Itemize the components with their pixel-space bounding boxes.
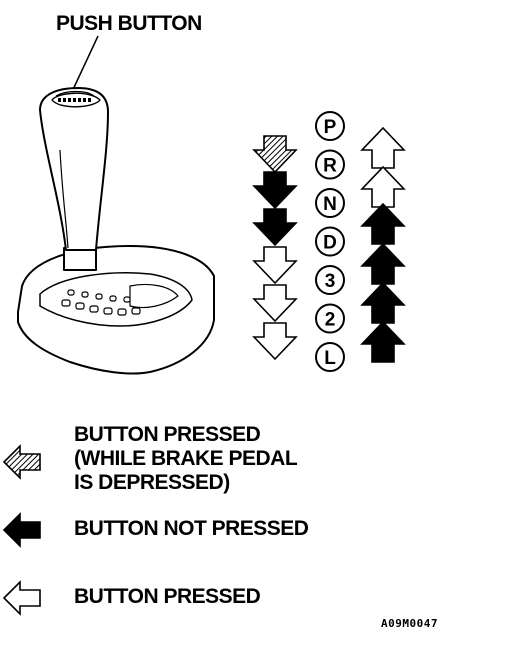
- solid-down-arrow-icon: [252, 208, 298, 247]
- solid-up-arrow-icon: [360, 320, 406, 363]
- gear-circle: [315, 342, 345, 372]
- gear-label-3: 3: [325, 271, 336, 292]
- legend-line: IS DEPRESSED): [74, 471, 230, 494]
- gear-label-n: N: [323, 194, 337, 215]
- solid-up-arrow-icon: [360, 242, 406, 285]
- upshift-arrows: [360, 126, 406, 363]
- outline-down-arrow-icon: [252, 322, 298, 361]
- gear-label-d: D: [323, 233, 337, 254]
- gear-circle: [315, 226, 345, 257]
- gear-circle: [315, 303, 345, 334]
- push-button-label: PUSH BUTTON: [56, 12, 202, 35]
- gear-circle: [315, 188, 345, 218]
- gear-label-l: L: [324, 348, 336, 369]
- hatched-down-arrow-icon: [252, 135, 298, 174]
- gear-label-2: 2: [325, 310, 336, 331]
- legend-icons: [2, 444, 41, 616]
- gear-label-r: R: [323, 156, 337, 177]
- downshift-arrows: [252, 135, 298, 361]
- legend-item-solid: BUTTON NOT PRESSED: [74, 517, 309, 541]
- legend-line: (WHILE BRAKE PEDAL: [74, 447, 298, 470]
- gear-label-p: P: [324, 117, 337, 138]
- solid-up-arrow-icon: [360, 202, 406, 245]
- solid-down-arrow-icon: [252, 171, 298, 210]
- legend-line: BUTTON PRESSED: [74, 423, 261, 446]
- outline-up-arrow-icon: [360, 165, 406, 208]
- shift-lever: [39, 87, 109, 271]
- solid-arrow-icon: [2, 512, 41, 548]
- shifter-console: [17, 245, 215, 375]
- legend-line: BUTTON NOT PRESSED: [74, 517, 309, 540]
- outline-down-arrow-icon: [252, 246, 298, 285]
- outline-down-arrow-icon: [252, 284, 298, 323]
- legend-item-hatched: BUTTON PRESSED (WHILE BRAKE PEDAL IS DEP…: [74, 423, 298, 495]
- legend-line: BUTTON PRESSED: [74, 585, 261, 608]
- gear-circle: [315, 265, 345, 295]
- gear-circle: [315, 111, 345, 141]
- hatched-arrow-icon: [2, 444, 41, 480]
- outline-up-arrow-icon: [360, 126, 406, 169]
- legend-item-outline: BUTTON PRESSED: [74, 585, 261, 609]
- figure-code: A09M0047: [381, 617, 438, 630]
- callout-leader-line: [69, 35, 99, 97]
- outline-arrow-icon: [2, 580, 41, 616]
- solid-up-arrow-icon: [360, 281, 406, 324]
- gear-circle: [315, 149, 345, 180]
